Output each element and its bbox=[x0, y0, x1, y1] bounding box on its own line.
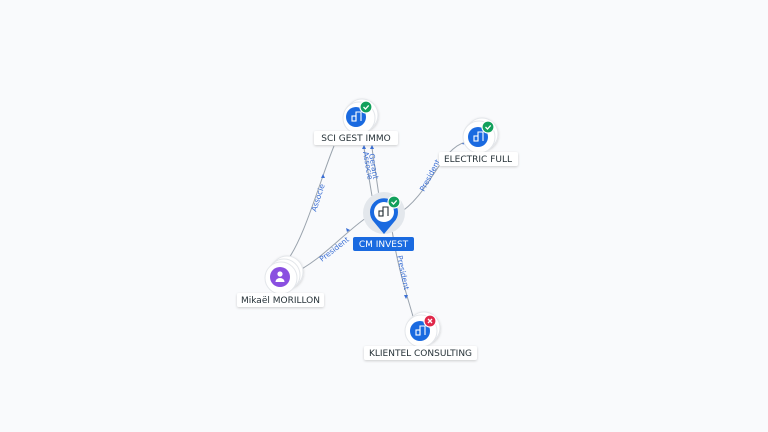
node-label: CM INVEST bbox=[359, 240, 409, 250]
edge-label-associe-mikael: Associe bbox=[309, 183, 326, 213]
node-electric-full[interactable]: ELECTRIC FULL bbox=[439, 117, 518, 166]
building-icon bbox=[473, 131, 484, 142]
status-active-icon bbox=[387, 195, 401, 209]
edge-associe-mikael[interactable] bbox=[285, 145, 335, 263]
edge-label-gerant: Gerant bbox=[367, 153, 380, 180]
building-icon bbox=[415, 325, 426, 336]
edge-gerant[interactable] bbox=[363, 147, 373, 197]
node-klientel-consulting[interactable]: KLIENTEL CONSULTING bbox=[364, 311, 477, 360]
node-label: KLIENTEL CONSULTING bbox=[369, 349, 472, 359]
arrow-head bbox=[346, 228, 350, 232]
person-icon bbox=[275, 271, 285, 282]
status-closed-icon bbox=[423, 314, 437, 328]
edge-label-president-mikael: President bbox=[318, 235, 351, 264]
node-label: ELECTRIC FULL bbox=[444, 155, 512, 165]
edge-label-president-electric: President bbox=[418, 158, 442, 193]
status-active-icon bbox=[481, 120, 495, 134]
edge-president-electric[interactable] bbox=[397, 141, 467, 215]
building-icon bbox=[351, 111, 362, 122]
node-sci-gest-immo[interactable]: SCI GEST IMMO bbox=[314, 98, 398, 145]
status-active-icon bbox=[359, 100, 373, 114]
node-label: SCI GEST IMMO bbox=[321, 134, 391, 144]
arrow-head bbox=[321, 174, 325, 178]
building-icon bbox=[378, 206, 389, 217]
arrow-head bbox=[404, 295, 408, 299]
arrow-head bbox=[370, 145, 374, 149]
edge-associe-sci[interactable] bbox=[371, 147, 380, 197]
edge-label-president-klientel: President bbox=[395, 255, 411, 291]
node-mikael-morillon[interactable]: Mikaël MORILLON bbox=[237, 255, 324, 307]
node-label: Mikaël MORILLON bbox=[241, 296, 320, 306]
arrow-head bbox=[362, 145, 366, 149]
node-cm-invest[interactable]: CM INVEST bbox=[353, 192, 414, 251]
